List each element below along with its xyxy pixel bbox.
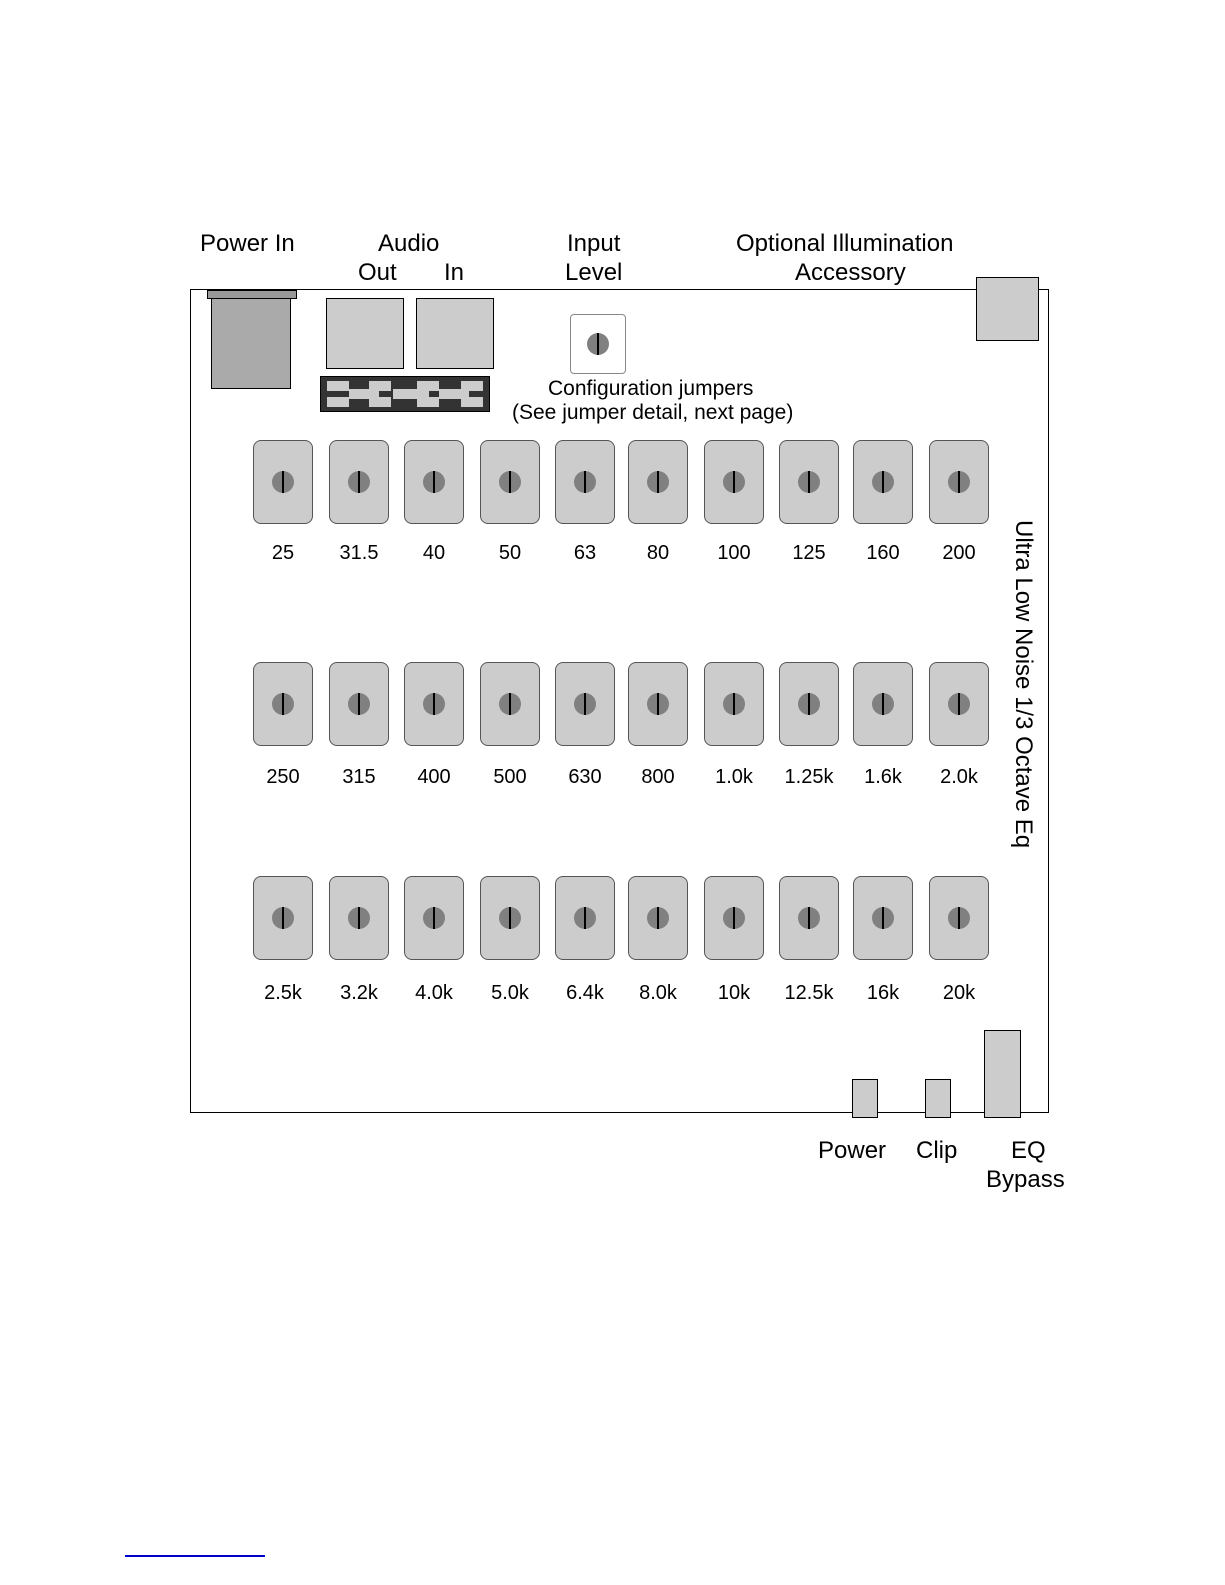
accessory-label: Accessory bbox=[795, 259, 906, 287]
dial-icon bbox=[574, 907, 596, 929]
eq-band-knob[interactable] bbox=[253, 440, 313, 524]
eq-band-knob[interactable] bbox=[628, 662, 688, 746]
illumination-accessory-socket[interactable] bbox=[976, 277, 1039, 341]
audio-out-jack[interactable] bbox=[326, 298, 404, 369]
eq-band-label: 200 bbox=[914, 541, 1004, 565]
dial-icon bbox=[723, 693, 745, 715]
eq-band-knob[interactable] bbox=[779, 662, 839, 746]
dial-icon bbox=[872, 471, 894, 493]
config-jumpers-note: (See jumper detail, next page) bbox=[512, 401, 793, 425]
dial-icon bbox=[798, 471, 820, 493]
jumper-pad bbox=[327, 397, 349, 407]
dial-icon bbox=[872, 907, 894, 929]
audio-out-label: Out bbox=[358, 259, 397, 287]
eq-band-knob[interactable] bbox=[704, 662, 764, 746]
power-in-connector[interactable] bbox=[211, 298, 291, 389]
eq-band-knob[interactable] bbox=[480, 662, 540, 746]
dial-icon bbox=[272, 907, 294, 929]
eq-band-knob[interactable] bbox=[329, 440, 389, 524]
eq-band-knob[interactable] bbox=[253, 876, 313, 960]
dial-icon bbox=[723, 471, 745, 493]
device-title: Ultra Low Noise 1/3 Octave Eq bbox=[1003, 520, 1043, 885]
dial-icon bbox=[499, 693, 521, 715]
clip-led bbox=[925, 1079, 951, 1118]
eq-band-knob[interactable] bbox=[704, 876, 764, 960]
dial-icon bbox=[723, 907, 745, 929]
audio-in-jack[interactable] bbox=[416, 298, 494, 369]
eq-band-knob[interactable] bbox=[404, 662, 464, 746]
jumper-pad bbox=[439, 389, 469, 399]
bypass-label: Bypass bbox=[986, 1166, 1065, 1194]
dial-icon bbox=[499, 471, 521, 493]
footer-link-underline bbox=[125, 1555, 265, 1557]
dial-icon bbox=[499, 907, 521, 929]
dial-icon bbox=[348, 693, 370, 715]
eq-band-knob[interactable] bbox=[329, 662, 389, 746]
eq-band-knob[interactable] bbox=[779, 876, 839, 960]
eq-band-knob[interactable] bbox=[853, 440, 913, 524]
eq-band-knob[interactable] bbox=[555, 440, 615, 524]
eq-band-knob[interactable] bbox=[704, 440, 764, 524]
dial-icon bbox=[272, 471, 294, 493]
audio-label: Audio bbox=[378, 230, 439, 258]
dial-icon bbox=[647, 693, 669, 715]
power-in-label: Power In bbox=[200, 230, 295, 258]
eq-band-knob[interactable] bbox=[929, 440, 989, 524]
eq-band-knob[interactable] bbox=[329, 876, 389, 960]
eq-band-knob[interactable] bbox=[404, 876, 464, 960]
dial-icon bbox=[272, 693, 294, 715]
jumper-pad bbox=[393, 389, 429, 399]
config-jumpers-label: Configuration jumpers bbox=[548, 377, 753, 401]
dial-icon bbox=[423, 471, 445, 493]
clip-label: Clip bbox=[916, 1137, 957, 1165]
dial-icon bbox=[647, 907, 669, 929]
eq-band-knob[interactable] bbox=[929, 876, 989, 960]
eq-band-knob[interactable] bbox=[555, 662, 615, 746]
eq-band-knob[interactable] bbox=[853, 662, 913, 746]
dial-icon bbox=[948, 471, 970, 493]
eq-band-knob[interactable] bbox=[480, 876, 540, 960]
dial-icon bbox=[798, 907, 820, 929]
dial-icon bbox=[423, 907, 445, 929]
dial-icon bbox=[647, 471, 669, 493]
eq-band-knob[interactable] bbox=[779, 440, 839, 524]
eq-band-label: 2.0k bbox=[914, 765, 1004, 789]
eq-band-knob[interactable] bbox=[628, 440, 688, 524]
dial-icon bbox=[948, 693, 970, 715]
eq-label: EQ bbox=[1011, 1137, 1046, 1165]
eq-band-knob[interactable] bbox=[480, 440, 540, 524]
dial-icon bbox=[423, 693, 445, 715]
eq-bypass-switch[interactable] bbox=[984, 1030, 1021, 1118]
dial-icon bbox=[348, 471, 370, 493]
configuration-jumpers[interactable] bbox=[320, 376, 490, 412]
input-level-knob[interactable] bbox=[570, 314, 626, 374]
audio-in-label: In bbox=[444, 259, 464, 287]
jumper-pad bbox=[327, 381, 349, 391]
eq-band-knob[interactable] bbox=[853, 876, 913, 960]
eq-band-knob[interactable] bbox=[404, 440, 464, 524]
input-label: Input bbox=[567, 230, 620, 258]
eq-band-knob[interactable] bbox=[929, 662, 989, 746]
optional-illumination-label: Optional Illumination bbox=[736, 230, 953, 258]
power-label: Power bbox=[818, 1137, 886, 1165]
dial-icon bbox=[872, 693, 894, 715]
dial-icon bbox=[574, 471, 596, 493]
dial-icon bbox=[948, 907, 970, 929]
dial-icon bbox=[587, 333, 609, 355]
dial-icon bbox=[348, 907, 370, 929]
eq-band-knob[interactable] bbox=[628, 876, 688, 960]
eq-band-knob[interactable] bbox=[253, 662, 313, 746]
dial-icon bbox=[574, 693, 596, 715]
eq-band-label: 20k bbox=[914, 981, 1004, 1005]
power-led bbox=[852, 1079, 878, 1118]
dial-icon bbox=[798, 693, 820, 715]
jumper-pad bbox=[349, 389, 379, 399]
level-label: Level bbox=[565, 259, 622, 287]
eq-band-knob[interactable] bbox=[555, 876, 615, 960]
